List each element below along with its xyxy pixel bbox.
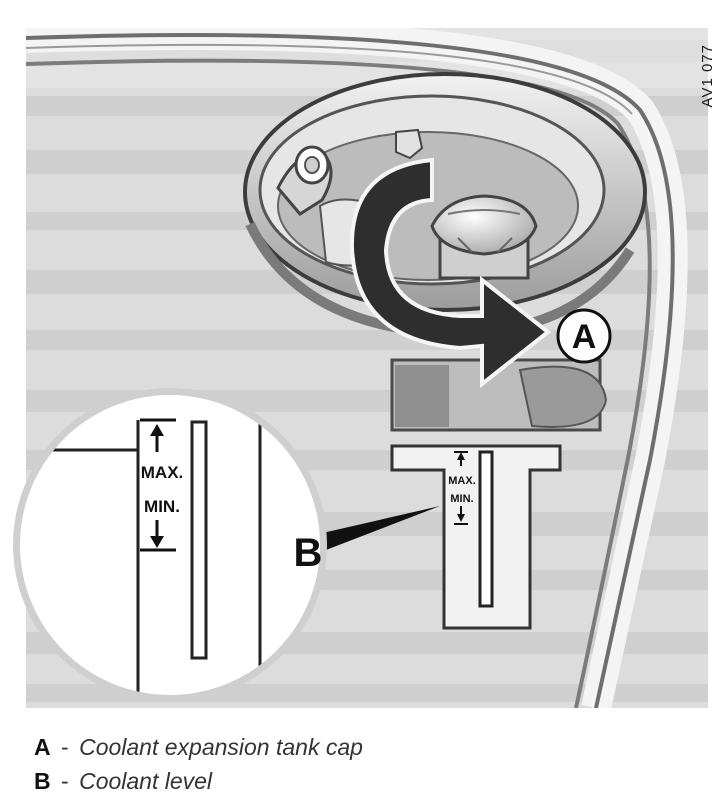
legend-text-cap: Coolant expansion tank cap: [79, 734, 363, 760]
tank-min-label: MIN.: [450, 493, 473, 505]
callout-a-label: A: [572, 318, 597, 356]
coolant-tank-cap: [430, 194, 538, 280]
tank-level-scale: [454, 451, 468, 525]
turn-cap-arrow: [349, 157, 552, 389]
legend: A - Coolant expansion tank cap B - Coola…: [34, 730, 363, 798]
legend-text-level: Coolant level: [79, 768, 213, 794]
legend-letter-a: A: [34, 734, 51, 760]
legend-separator: -: [61, 734, 69, 760]
legend-item-b: B - Coolant level: [34, 764, 363, 798]
legend-letter-b: B: [34, 768, 51, 794]
magnified-min-label: MIN.: [144, 497, 180, 516]
callout-b-label: B: [294, 531, 323, 575]
magnified-max-label: MAX.: [141, 463, 184, 482]
figure-code: AV1 077: [699, 44, 716, 108]
tank-max-label: MAX.: [448, 475, 476, 487]
magnified-level-view: [13, 388, 440, 702]
legend-item-a: A - Coolant expansion tank cap: [34, 730, 363, 764]
callout-a-marker: [556, 308, 612, 364]
legend-separator: -: [61, 768, 69, 794]
